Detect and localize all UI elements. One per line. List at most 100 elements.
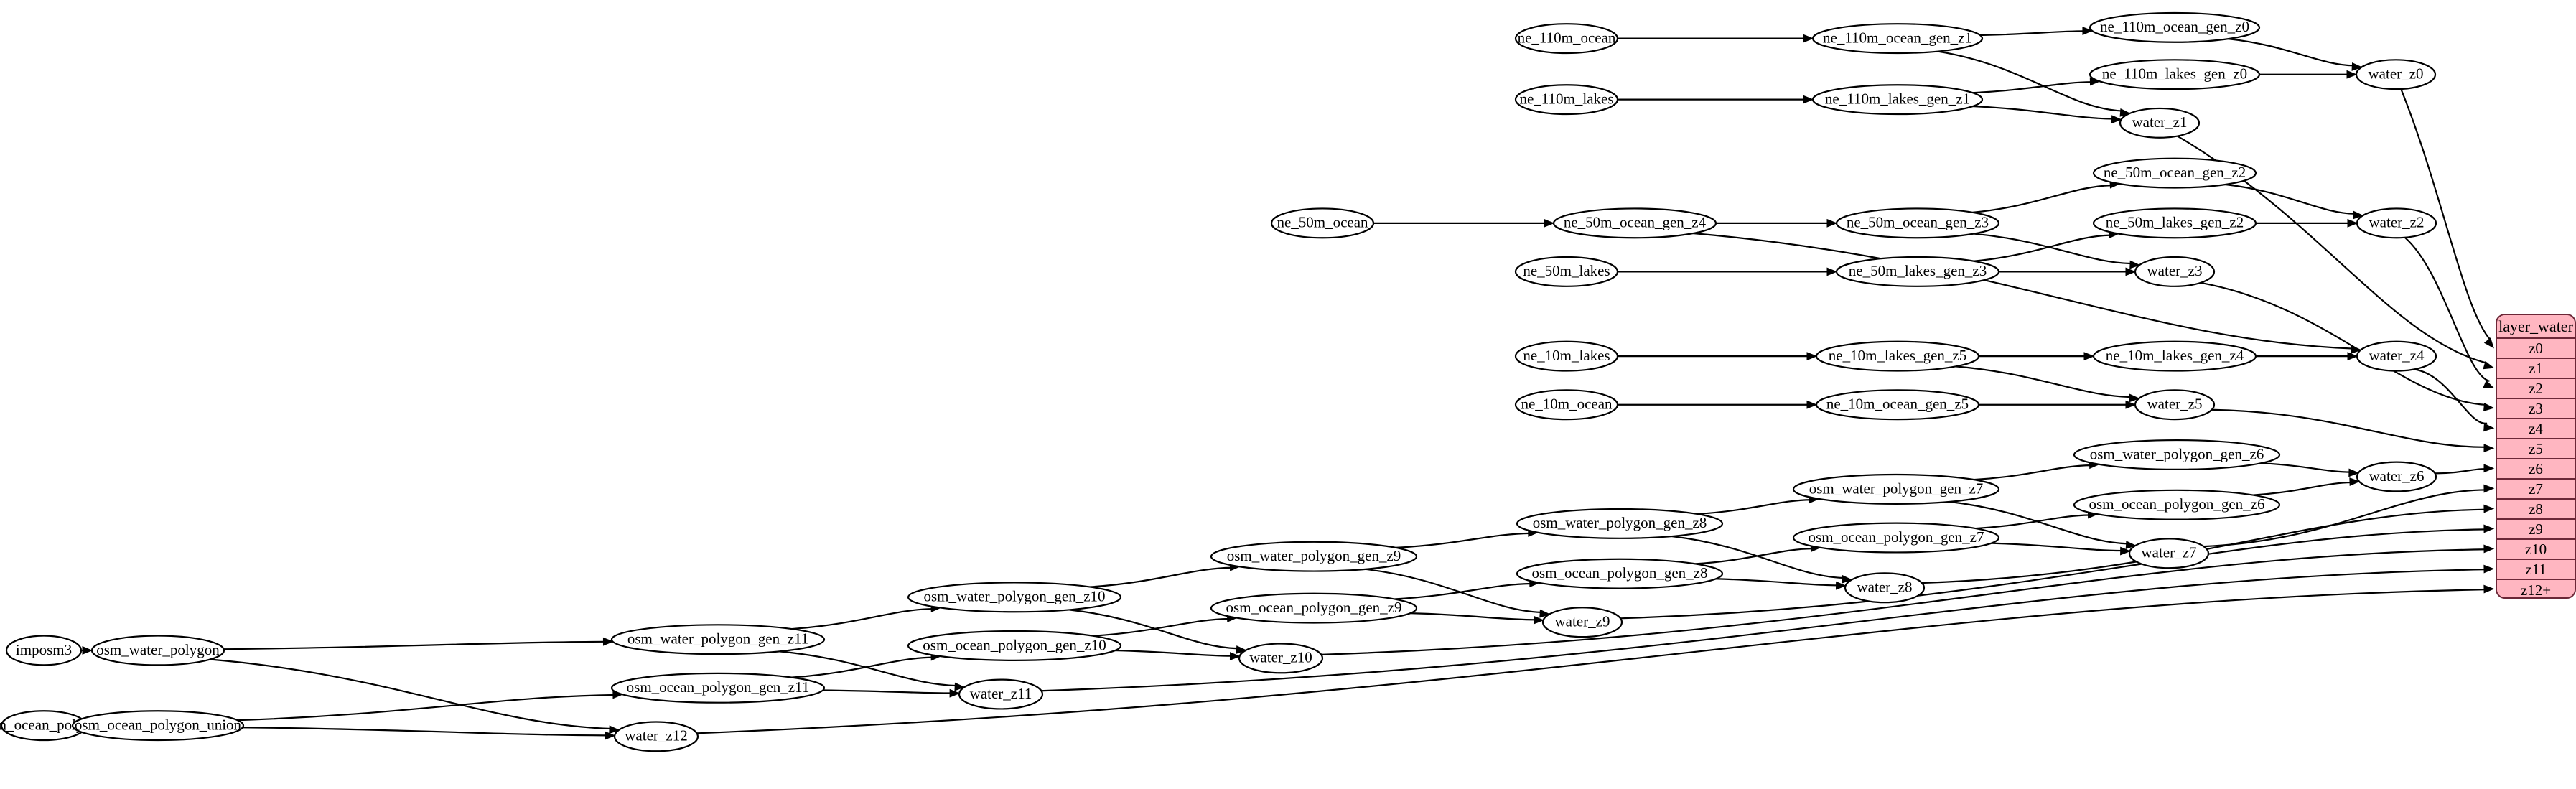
node-osm_ocean_polygon_gen_z6[interactable]: osm_ocean_polygon_gen_z6 <box>2073 489 2281 520</box>
layer-water-row-z11[interactable]: z11 <box>2497 560 2575 581</box>
layer-water-row-z7[interactable]: z7 <box>2497 480 2575 500</box>
edge-osm_water_polygon-to-water_z12 <box>210 658 620 734</box>
edge-arrowhead <box>2349 477 2361 487</box>
node-water_z1[interactable]: water_z1 <box>2119 107 2201 139</box>
node-ne_10m_lakes_gen_z4[interactable]: ne_10m_lakes_gen_z4 <box>2092 340 2257 372</box>
node-label: ne_10m_ocean_gen_z5 <box>1826 396 1969 413</box>
edge-arrowhead <box>1803 95 1814 104</box>
node-osm_water_polygon[interactable]: osm_water_polygon <box>90 635 225 666</box>
node-water_z11[interactable]: water_z11 <box>958 678 1044 710</box>
node-label: ne_110m_lakes_gen_z1 <box>1825 90 1970 107</box>
node-ne_50m_ocean_gen_z3[interactable]: ne_50m_ocean_gen_z3 <box>1835 207 2000 239</box>
node-label: water_z7 <box>2142 544 2197 561</box>
edge-line <box>1974 233 2132 265</box>
layer-water-row-z0[interactable]: z0 <box>2497 339 2575 360</box>
layer-water-row-z4[interactable]: z4 <box>2497 419 2575 440</box>
edge-line <box>2404 236 2490 382</box>
edge-ne_110m_lakes-to-ne_110m_lakes_gen_z1 <box>1618 95 1814 104</box>
node-ne_110m_lakes_gen_z1[interactable]: ne_110m_lakes_gen_z1 <box>1811 84 1984 116</box>
node-water_z0[interactable]: water_z0 <box>2355 59 2437 90</box>
node-label: ne_50m_lakes_gen_z2 <box>2106 214 2244 231</box>
layer-water-row-z5[interactable]: z5 <box>2497 439 2575 460</box>
edge-line <box>210 658 612 730</box>
node-water_z7[interactable]: water_z7 <box>2128 538 2210 569</box>
layer-water-row-z1[interactable]: z1 <box>2497 359 2575 380</box>
node-ne_50m_lakes[interactable]: ne_50m_lakes <box>1514 256 1619 287</box>
node-osm_water_polygon_gen_z8[interactable]: osm_water_polygon_gen_z8 <box>1516 508 1724 539</box>
edge-line <box>1921 508 2486 584</box>
edge-arrowhead <box>2483 403 2495 411</box>
node-label: osm_water_polygon_gen_z7 <box>1809 480 1984 497</box>
node-shape <box>1514 389 1619 421</box>
node-ne_10m_lakes_gen_z5[interactable]: ne_10m_lakes_gen_z5 <box>1815 340 1980 372</box>
node-ne_10m_ocean_gen_z5[interactable]: ne_10m_ocean_gen_z5 <box>1815 389 1980 421</box>
node-osm_water_polygon_gen_z10[interactable]: osm_water_polygon_gen_z10 <box>907 582 1122 613</box>
node-osm_ocean_polygon_gen_z10[interactable]: osm_ocean_polygon_gen_z10 <box>907 630 1122 661</box>
layer-water-row-z9[interactable]: z9 <box>2497 520 2575 541</box>
node-water_z8[interactable]: water_z8 <box>1844 572 1926 604</box>
node-shape <box>2092 157 2257 189</box>
node-ne_50m_ocean_gen_z2[interactable]: ne_50m_ocean_gen_z2 <box>2092 157 2257 189</box>
node-water_z4[interactable]: water_z4 <box>2356 340 2437 372</box>
edge-ne_10m_lakes_gen_z4-to-water_z4 <box>2256 352 2358 361</box>
node-water_z2[interactable]: water_z2 <box>2356 207 2437 239</box>
layer-water-row-z8[interactable]: z8 <box>2497 500 2575 520</box>
edge-line <box>1396 532 1530 549</box>
layer-water-row-z3[interactable]: z3 <box>2497 399 2575 420</box>
node-ne_110m_ocean_gen_z1[interactable]: ne_110m_ocean_gen_z1 <box>1811 23 1984 55</box>
node-osm_water_polygon_gen_z6[interactable]: osm_water_polygon_gen_z6 <box>2073 439 2281 470</box>
node-ne_50m_lakes_gen_z2[interactable]: ne_50m_lakes_gen_z2 <box>2092 207 2257 239</box>
node-ne_110m_lakes[interactable]: ne_110m_lakes <box>1514 84 1619 116</box>
edge-water_z2-to-layer_water-z2 <box>2404 236 2495 388</box>
node-water_z5[interactable]: water_z5 <box>2134 389 2216 421</box>
node-water_z9[interactable]: water_z9 <box>1541 607 1623 638</box>
node-shape <box>2092 207 2257 239</box>
edge-line <box>1991 542 2122 552</box>
edge-ne_10m_lakes_gen_z5-to-ne_10m_lakes_gen_z4 <box>1979 352 2095 361</box>
node-water_z3[interactable]: water_z3 <box>2134 256 2216 287</box>
layer-water-row-z6[interactable]: z6 <box>2497 459 2575 480</box>
node-osm_ocean_polygon_gen_z9[interactable]: osm_ocean_polygon_gen_z9 <box>1210 592 1418 624</box>
node-water_z12[interactable]: water_z12 <box>613 721 699 752</box>
edge-ne_110m_ocean_gen_z1-to-water_z1 <box>1937 50 2131 117</box>
layer-water-row-z2[interactable]: z2 <box>2497 379 2575 400</box>
node-water_z6[interactable]: water_z6 <box>2356 461 2437 492</box>
node-ne_110m_lakes_gen_z0[interactable]: ne_110m_lakes_gen_z0 <box>2089 59 2261 90</box>
node-ne_50m_lakes_gen_z3[interactable]: ne_50m_lakes_gen_z3 <box>1835 256 2000 287</box>
layer-water-row-z12+[interactable]: z12+ <box>2497 580 2575 598</box>
node-osm_water_polygon_gen_z7[interactable]: osm_water_polygon_gen_z7 <box>1792 473 2000 505</box>
edge-line <box>2228 38 2354 67</box>
node-label: osm_ocean_polygon_gen_z8 <box>1532 564 1708 582</box>
node-osm_ocean_polygon_gen_z8[interactable]: osm_ocean_polygon_gen_z8 <box>1516 558 1724 589</box>
node-ne_50m_ocean[interactable]: ne_50m_ocean <box>1270 207 1375 239</box>
node-ne_110m_ocean_gen_z0[interactable]: ne_110m_ocean_gen_z0 <box>2089 11 2261 43</box>
edge-ne_50m_ocean_gen_z4-to-ne_50m_ocean_gen_z3 <box>1716 218 1838 228</box>
node-shape <box>1514 84 1619 116</box>
node-shape <box>1514 340 1619 372</box>
node-osm_ocean_polygon_gen_z7[interactable]: osm_ocean_polygon_gen_z7 <box>1792 522 2000 554</box>
edge-ne_10m_ocean-to-ne_10m_ocean_gen_z5 <box>1617 400 1818 409</box>
edge-osm_ocean_polygon_union-to-water_z12 <box>243 727 616 740</box>
edge-line <box>1972 105 2114 120</box>
node-osm_ocean_polygon_gen_z11[interactable]: osm_ocean_polygon_gen_z11 <box>610 672 826 704</box>
node-osm_ocean_polygon[interactable]: osm_ocean_polygon <box>0 710 106 742</box>
edge-water_z5-to-layer_water-z5 <box>2211 408 2495 453</box>
edge-line <box>1956 365 2132 398</box>
node-label: osm_ocean_polygon_gen_z11 <box>627 678 810 696</box>
node-ne_10m_lakes[interactable]: ne_10m_lakes <box>1514 340 1619 372</box>
node-water_z10[interactable]: water_z10 <box>1238 643 1324 674</box>
node-label: ne_10m_lakes_gen_z5 <box>1829 347 1966 364</box>
layer-water-row-z10[interactable]: z10 <box>2497 540 2575 561</box>
node-osm_water_polygon_gen_z9[interactable]: osm_water_polygon_gen_z9 <box>1210 541 1418 572</box>
node-osm_water_polygon_gen_z11[interactable]: osm_water_polygon_gen_z11 <box>610 624 826 655</box>
node-ne_50m_ocean_gen_z4[interactable]: ne_50m_ocean_gen_z4 <box>1552 207 1717 239</box>
edge-line <box>1693 232 2353 350</box>
node-ne_10m_ocean[interactable]: ne_10m_ocean <box>1514 389 1619 421</box>
node-ne_110m_ocean[interactable]: ne_110m_ocean <box>1514 23 1619 55</box>
node-osm_ocean_polygon_union[interactable]: osm_ocean_polygon_union <box>71 710 245 742</box>
node-label: ne_110m_lakes <box>1519 90 1613 107</box>
node-imposm3[interactable]: imposm3 <box>5 635 83 666</box>
node-label: imposm3 <box>16 641 72 658</box>
node-label: water_z0 <box>2369 65 2424 83</box>
